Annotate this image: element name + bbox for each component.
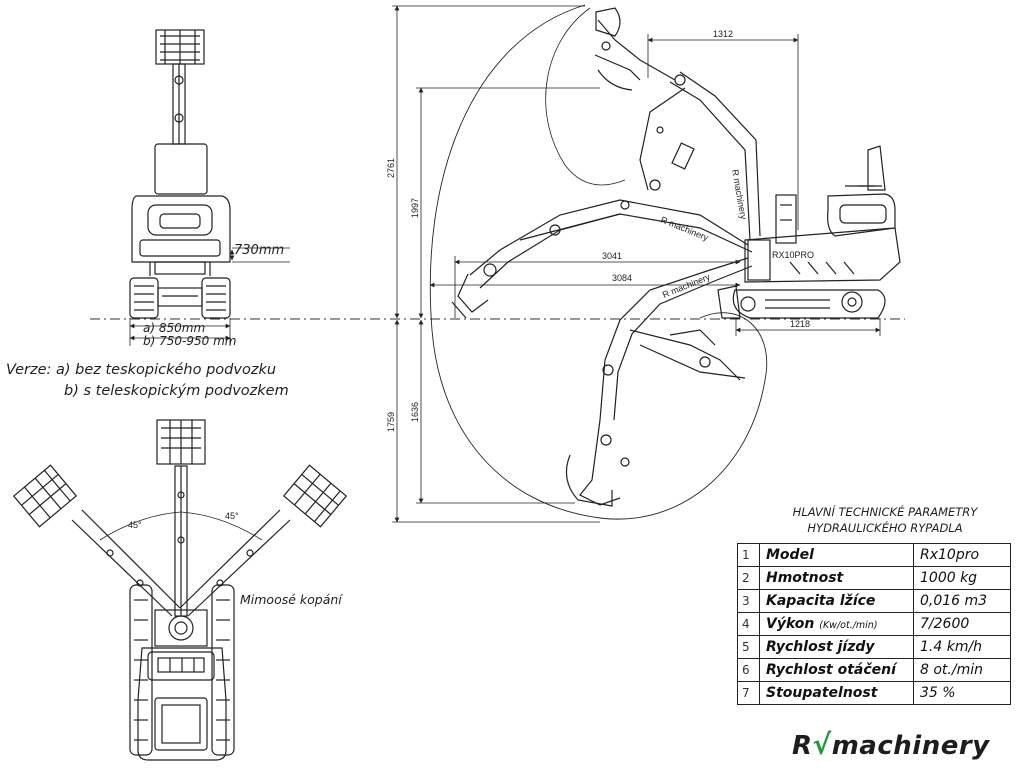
logo-left: R: [792, 731, 813, 761]
param-value: 0,016 m3: [913, 589, 1011, 613]
param-name-text: Kapacita lžíce: [766, 593, 876, 609]
brand-logo: R√machinery: [792, 728, 990, 761]
param-name-text: Hmotnost: [766, 570, 844, 586]
table-row: 1 Model Rx10pro: [737, 543, 1011, 567]
side-dims: [392, 5, 881, 523]
dim-track-length: 1218: [790, 319, 810, 329]
row-number: 6: [737, 658, 760, 682]
angle-left-label: 45°: [128, 520, 142, 530]
param-name-text: Model: [766, 547, 814, 563]
row-number: 4: [737, 612, 760, 636]
param-name: Stoupatelnost: [759, 681, 914, 705]
param-name: Model: [759, 543, 914, 567]
angle-right-label: 45°: [225, 511, 239, 521]
param-name-text: Stoupatelnost: [766, 685, 878, 701]
param-value: Rx10pro: [913, 543, 1011, 567]
working-envelope: [429, 4, 768, 520]
model-tag: RX10PRO: [772, 250, 814, 260]
param-value: 7/2600: [913, 612, 1011, 636]
table-row: 6 Rychlost otáčení 8 ot./min: [737, 658, 1011, 682]
offset-digging-label: Mimoosé kopání: [240, 592, 343, 607]
param-value: 1.4 km/h: [913, 635, 1011, 659]
param-name: Kapacita lžíce: [759, 589, 914, 613]
dim-max-reach: 3084: [612, 273, 632, 283]
row-number: 2: [737, 566, 760, 590]
swing-view: [12, 419, 348, 761]
param-name-text: Výkon: [766, 616, 815, 632]
table-row: 3 Kapacita lžíce 0,016 m3: [737, 589, 1011, 613]
table-row: 2 Hmotnost 1000 kg: [737, 566, 1011, 590]
params-title: HLAVNÍ TECHNICKÉ PARAMETRY HYDRAULICKÉHO…: [740, 504, 1024, 536]
check-mark-icon: √: [812, 728, 832, 761]
params-title-line-2: HYDRAULICKÉHO RYPADLA: [807, 521, 963, 535]
row-number: 3: [737, 589, 760, 613]
params-title-line-1: HLAVNÍ TECHNICKÉ PARAMETRY: [792, 505, 978, 519]
dim-top-width: 1312: [713, 29, 733, 39]
row-number: 5: [737, 635, 760, 659]
width-b-label: b) 750-950 mm: [143, 334, 236, 348]
row-number: 7: [737, 681, 760, 705]
param-name: Výkon (Kw/ot./min): [759, 612, 914, 636]
param-name: Rychlost otáčení: [759, 658, 914, 682]
versions-line-1: Verze: a) bez teskopického podvozku: [6, 362, 277, 378]
logo-right: machinery: [831, 731, 990, 761]
dim-dump-height: 1997: [410, 198, 420, 218]
dim-vertical-dig-depth: 1636: [410, 402, 420, 422]
table-row: 4 Výkon (Kw/ot./min) 7/2600: [737, 612, 1011, 636]
dim-dig-depth: 1759: [386, 412, 396, 432]
param-value: 8 ot./min: [913, 658, 1011, 682]
dim-total-height: 2761: [386, 158, 396, 178]
param-name: Rychlost jízdy: [759, 635, 914, 659]
param-name: Hmotnost: [759, 566, 914, 590]
table-row: 7 Stoupatelnost 35 %: [737, 681, 1011, 705]
width-a-label: a) 850mm: [143, 321, 205, 335]
param-value: 1000 kg: [913, 566, 1011, 590]
params-table: 1 Model Rx10pro 2 Hmotnost 1000 kg 3 Kap…: [737, 543, 1011, 705]
table-row: 5 Rychlost jízdy 1.4 km/h: [737, 635, 1011, 659]
dim-reach-ground: 3041: [602, 251, 622, 261]
track-height-label: 730mm: [234, 243, 284, 258]
front-view: [129, 29, 231, 319]
param-name-text: Rychlost otáčení: [766, 662, 896, 678]
param-value: 35 %: [913, 681, 1011, 705]
param-name-text: Rychlost jízdy: [766, 639, 875, 655]
param-unit: (Kw/ot./min): [819, 620, 878, 631]
versions-note: Verze: a) bez teskopického podvozku b) s…: [6, 360, 289, 402]
row-number: 1: [737, 543, 760, 567]
side-view-machine: [451, 7, 901, 507]
envelope-inner: [545, 7, 626, 186]
versions-line-2: b) s teleskopickým podvozkem: [64, 383, 289, 399]
